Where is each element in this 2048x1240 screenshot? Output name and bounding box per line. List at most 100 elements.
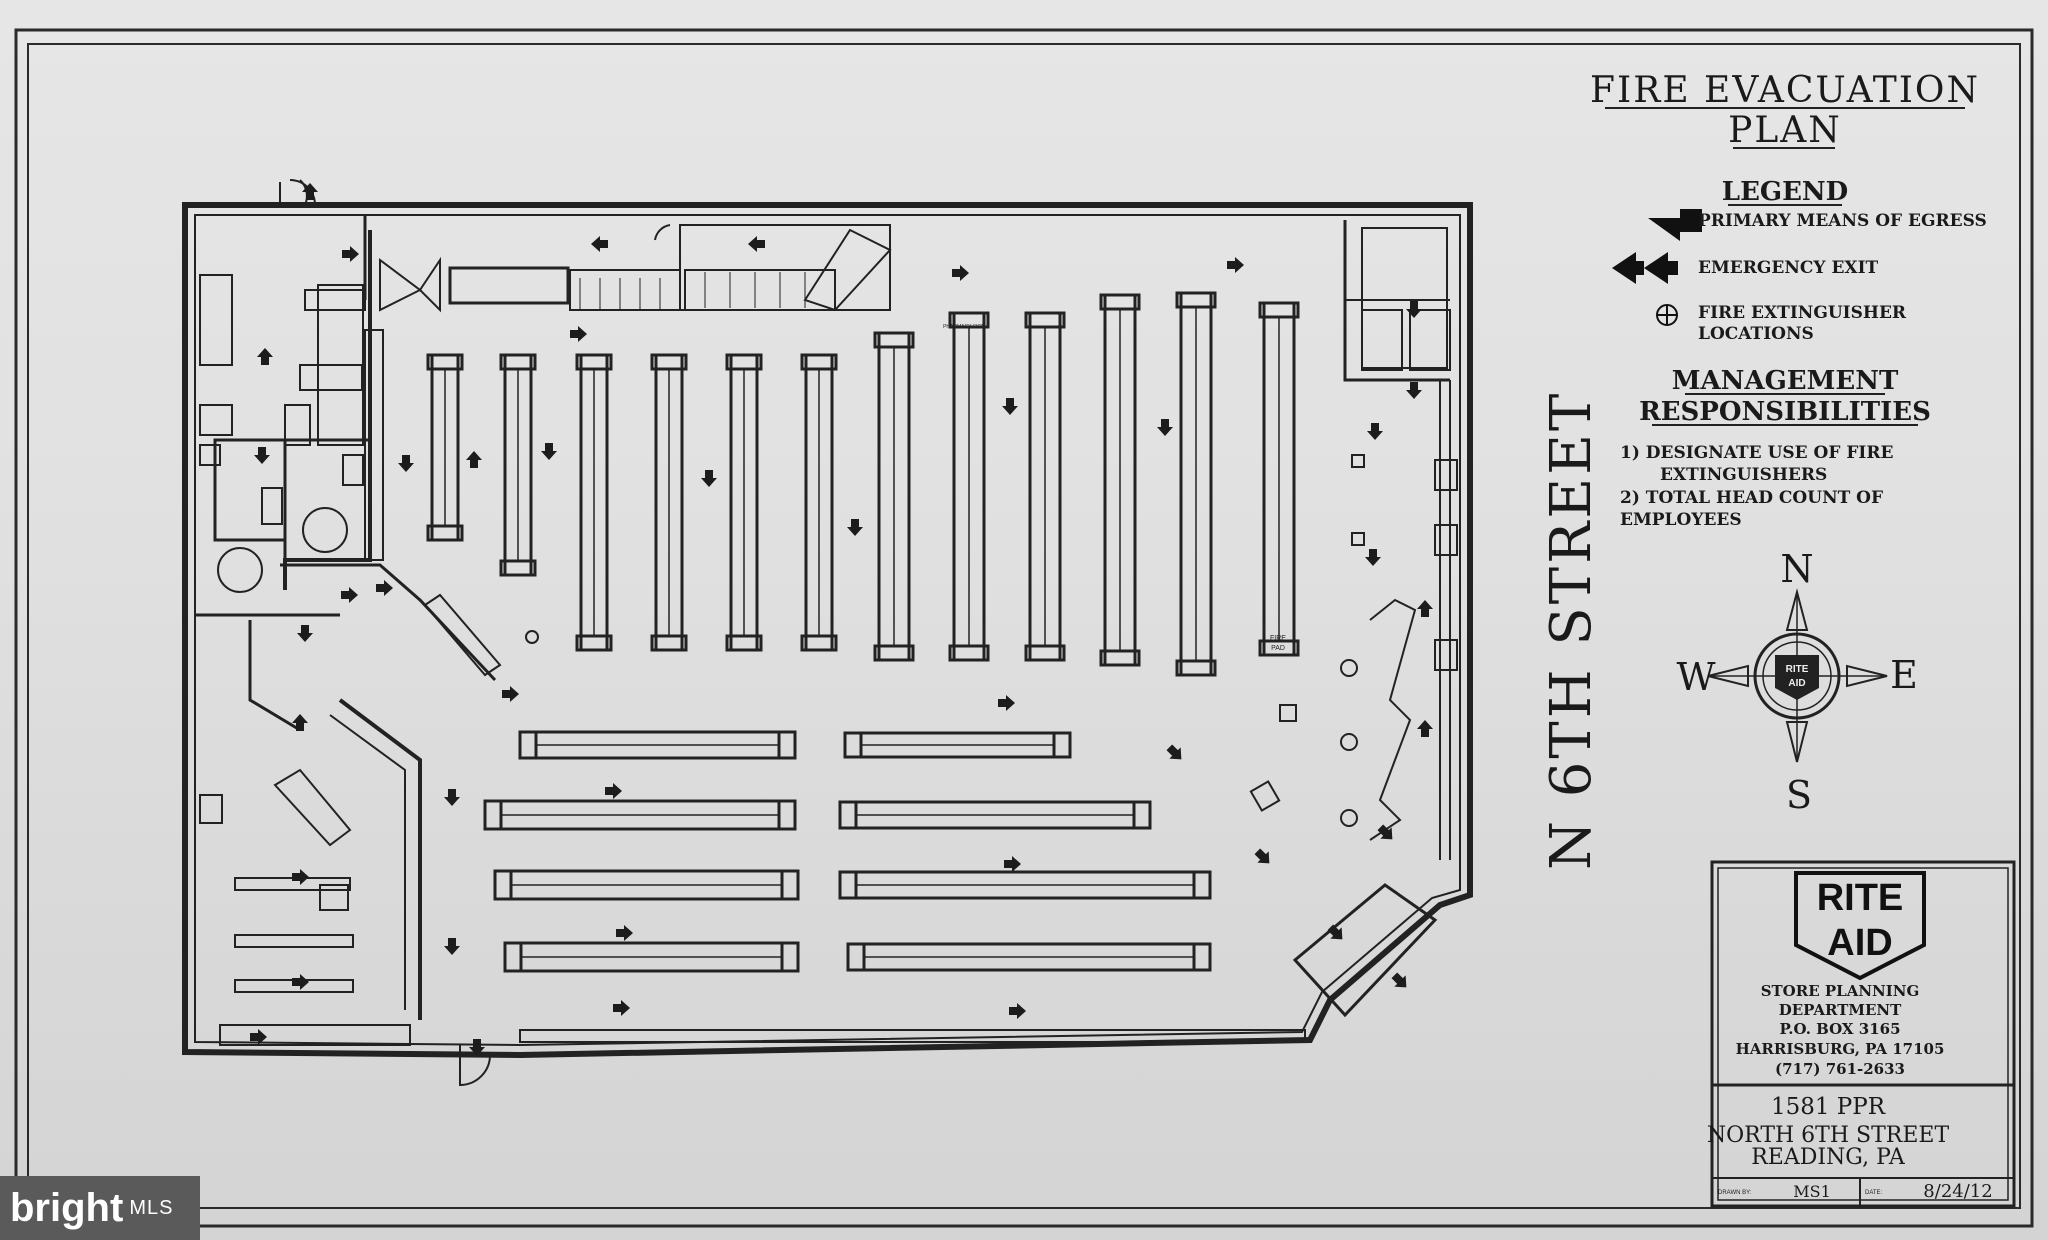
compass-rose — [1707, 588, 1888, 763]
egress-arrow-icon — [292, 714, 308, 731]
legend-item-emergency-exit: EMERGENCY EXIT — [1698, 258, 1879, 278]
gondola-endcap-bottom-7 — [873, 644, 915, 662]
front-gondola-endcap-right-1 — [777, 730, 797, 760]
rite-aid-logo — [1794, 871, 1926, 981]
gondola-endcap-top-7 — [873, 331, 915, 349]
street-label: N 6TH STREET — [1539, 391, 1604, 870]
logo-aid: AID — [1827, 922, 1892, 964]
store-floor-plan — [182, 179, 1473, 1087]
egress-arrow-icon — [1365, 549, 1381, 566]
management-heading-1: MANAGEMENT — [1672, 366, 1899, 396]
egress-arrow-icon — [297, 625, 313, 642]
egress-arrow-icon — [1406, 301, 1422, 318]
egress-arrow-icon — [701, 470, 717, 487]
pharmacy-sign-label: PHARMACY SIGN — [943, 324, 985, 330]
front-gondola-endcap-left-7 — [503, 941, 523, 973]
egress-arrow-icon — [469, 1039, 485, 1056]
legend-item-egress: PRIMARY MEANS OF EGRESS — [1698, 211, 1987, 231]
fire-extinguisher-icon — [1656, 304, 1678, 326]
address-line-2: READING, PA — [1751, 1145, 1906, 1170]
front-gondola-endcap-left-3 — [483, 799, 503, 831]
front-gondola-endcap-right-6 — [1192, 870, 1212, 900]
egress-arrow-icon — [570, 326, 587, 342]
front-gondolas — [483, 730, 1212, 973]
legend-item-extinguisher-1: FIRE EXTINGUISHER — [1698, 303, 1907, 323]
egress-arrow-icon — [613, 1000, 630, 1016]
egress-arrow-icon — [591, 236, 608, 252]
exterior-wall-inner — [194, 214, 1461, 1047]
date-value: 8/24/12 — [1923, 1181, 1992, 1202]
egress-arrow-icon — [342, 246, 359, 262]
egress-arrow-icon — [502, 686, 519, 702]
front-gondola-endcap-right-8 — [1192, 942, 1212, 972]
egress-arrow-icon — [847, 519, 863, 536]
compass-logo-aid: AID — [1788, 678, 1805, 689]
gondola-endcap-bottom-9 — [1024, 644, 1066, 662]
exterior-wall — [182, 202, 1473, 1059]
egress-arrows — [250, 183, 1433, 1056]
egress-arrow-icon — [1227, 257, 1244, 273]
egress-arrow-icon — [952, 265, 969, 281]
egress-arrow-icon — [1327, 924, 1343, 940]
front-gondola-endcap-right-4 — [1132, 800, 1152, 830]
egress-arrow-icon — [1377, 824, 1393, 840]
store-number: 1581 PPR — [1771, 1094, 1886, 1120]
compass-west: W — [1676, 655, 1715, 699]
egress-arrow-icon — [302, 183, 318, 200]
egress-arrow-icon — [398, 455, 414, 472]
watermark-suffix: MLS — [129, 1196, 174, 1219]
gondola-endcap-top-11 — [1175, 291, 1217, 309]
egress-arrow-icon — [1417, 720, 1433, 737]
management-item-1-line-1: 1) DESIGNATE USE OF FIRE — [1620, 443, 1893, 463]
management-item-2-line-2: EMPLOYEES — [1620, 510, 1742, 530]
front-gondola-endcap-left-6 — [838, 870, 858, 900]
front-gondola-endcap-left-1 — [518, 730, 538, 760]
front-gondola-endcap-right-5 — [780, 869, 800, 901]
watermark-brand: bright — [10, 1185, 124, 1230]
extinguisher-marks — [525, 454, 1365, 827]
egress-arrow-icon — [998, 695, 1015, 711]
title-block — [1710, 860, 2016, 1208]
dept-line-4: HARRISBURG, PA 17105 — [1736, 1040, 1945, 1058]
egress-arrow-icon — [1166, 744, 1182, 760]
egress-arrow-icon — [1002, 398, 1018, 415]
egress-arrow-icon — [1406, 382, 1422, 399]
drawn-by-value: MS1 — [1793, 1182, 1831, 1201]
egress-arrow-icon — [541, 443, 557, 460]
egress-arrow-icon — [616, 925, 633, 941]
storefront-window — [519, 1029, 1306, 1043]
egress-arrow-icon — [376, 580, 393, 596]
front-gondola-endcap-right-2 — [1052, 731, 1072, 759]
title-line-1: FIRE EVACUATION — [1590, 70, 1980, 111]
egress-arrow-icon — [1157, 419, 1173, 436]
gondola-endcap-top-10 — [1099, 293, 1141, 311]
egress-arrow-icon — [1417, 600, 1433, 617]
fire-pad-label-2: PAD — [1271, 645, 1285, 652]
dept-line-3: P.O. BOX 3165 — [1779, 1020, 1900, 1038]
egress-arrow-icon — [466, 451, 482, 468]
legend-item-extinguisher-2: LOCATIONS — [1698, 324, 1814, 344]
management-heading-2: RESPONSIBILITIES — [1639, 397, 1931, 427]
egress-arrow-icon — [1009, 1003, 1026, 1019]
front-gondola-endcap-left-5 — [493, 869, 513, 901]
management-item-2-line-1: 2) TOTAL HEAD COUNT OF — [1620, 488, 1883, 508]
egress-arrow-icon — [748, 236, 765, 252]
egress-arrow-icon — [250, 1029, 267, 1045]
gondola-endcap-top-9 — [1024, 311, 1066, 329]
compass-south: S — [1786, 773, 1812, 817]
double-arrow-left-icon — [1612, 252, 1678, 284]
egress-arrow-icon — [292, 869, 309, 885]
egress-arrow-icon — [254, 447, 270, 464]
egress-arrow-icon — [444, 938, 460, 955]
address-line-1: NORTH 6TH STREET — [1707, 1123, 1950, 1148]
egress-arrow-icon — [605, 783, 622, 799]
legend-heading: LEGEND — [1722, 177, 1848, 207]
inner-border — [27, 43, 2021, 1209]
egress-arrow-icon — [1391, 972, 1407, 988]
drawn-by-label: DRAWN BY: — [1718, 1190, 1752, 1196]
date-label: DATE: — [1865, 1190, 1883, 1196]
compass-north: N — [1780, 547, 1813, 591]
compass-logo-rite: RITE — [1786, 664, 1809, 675]
